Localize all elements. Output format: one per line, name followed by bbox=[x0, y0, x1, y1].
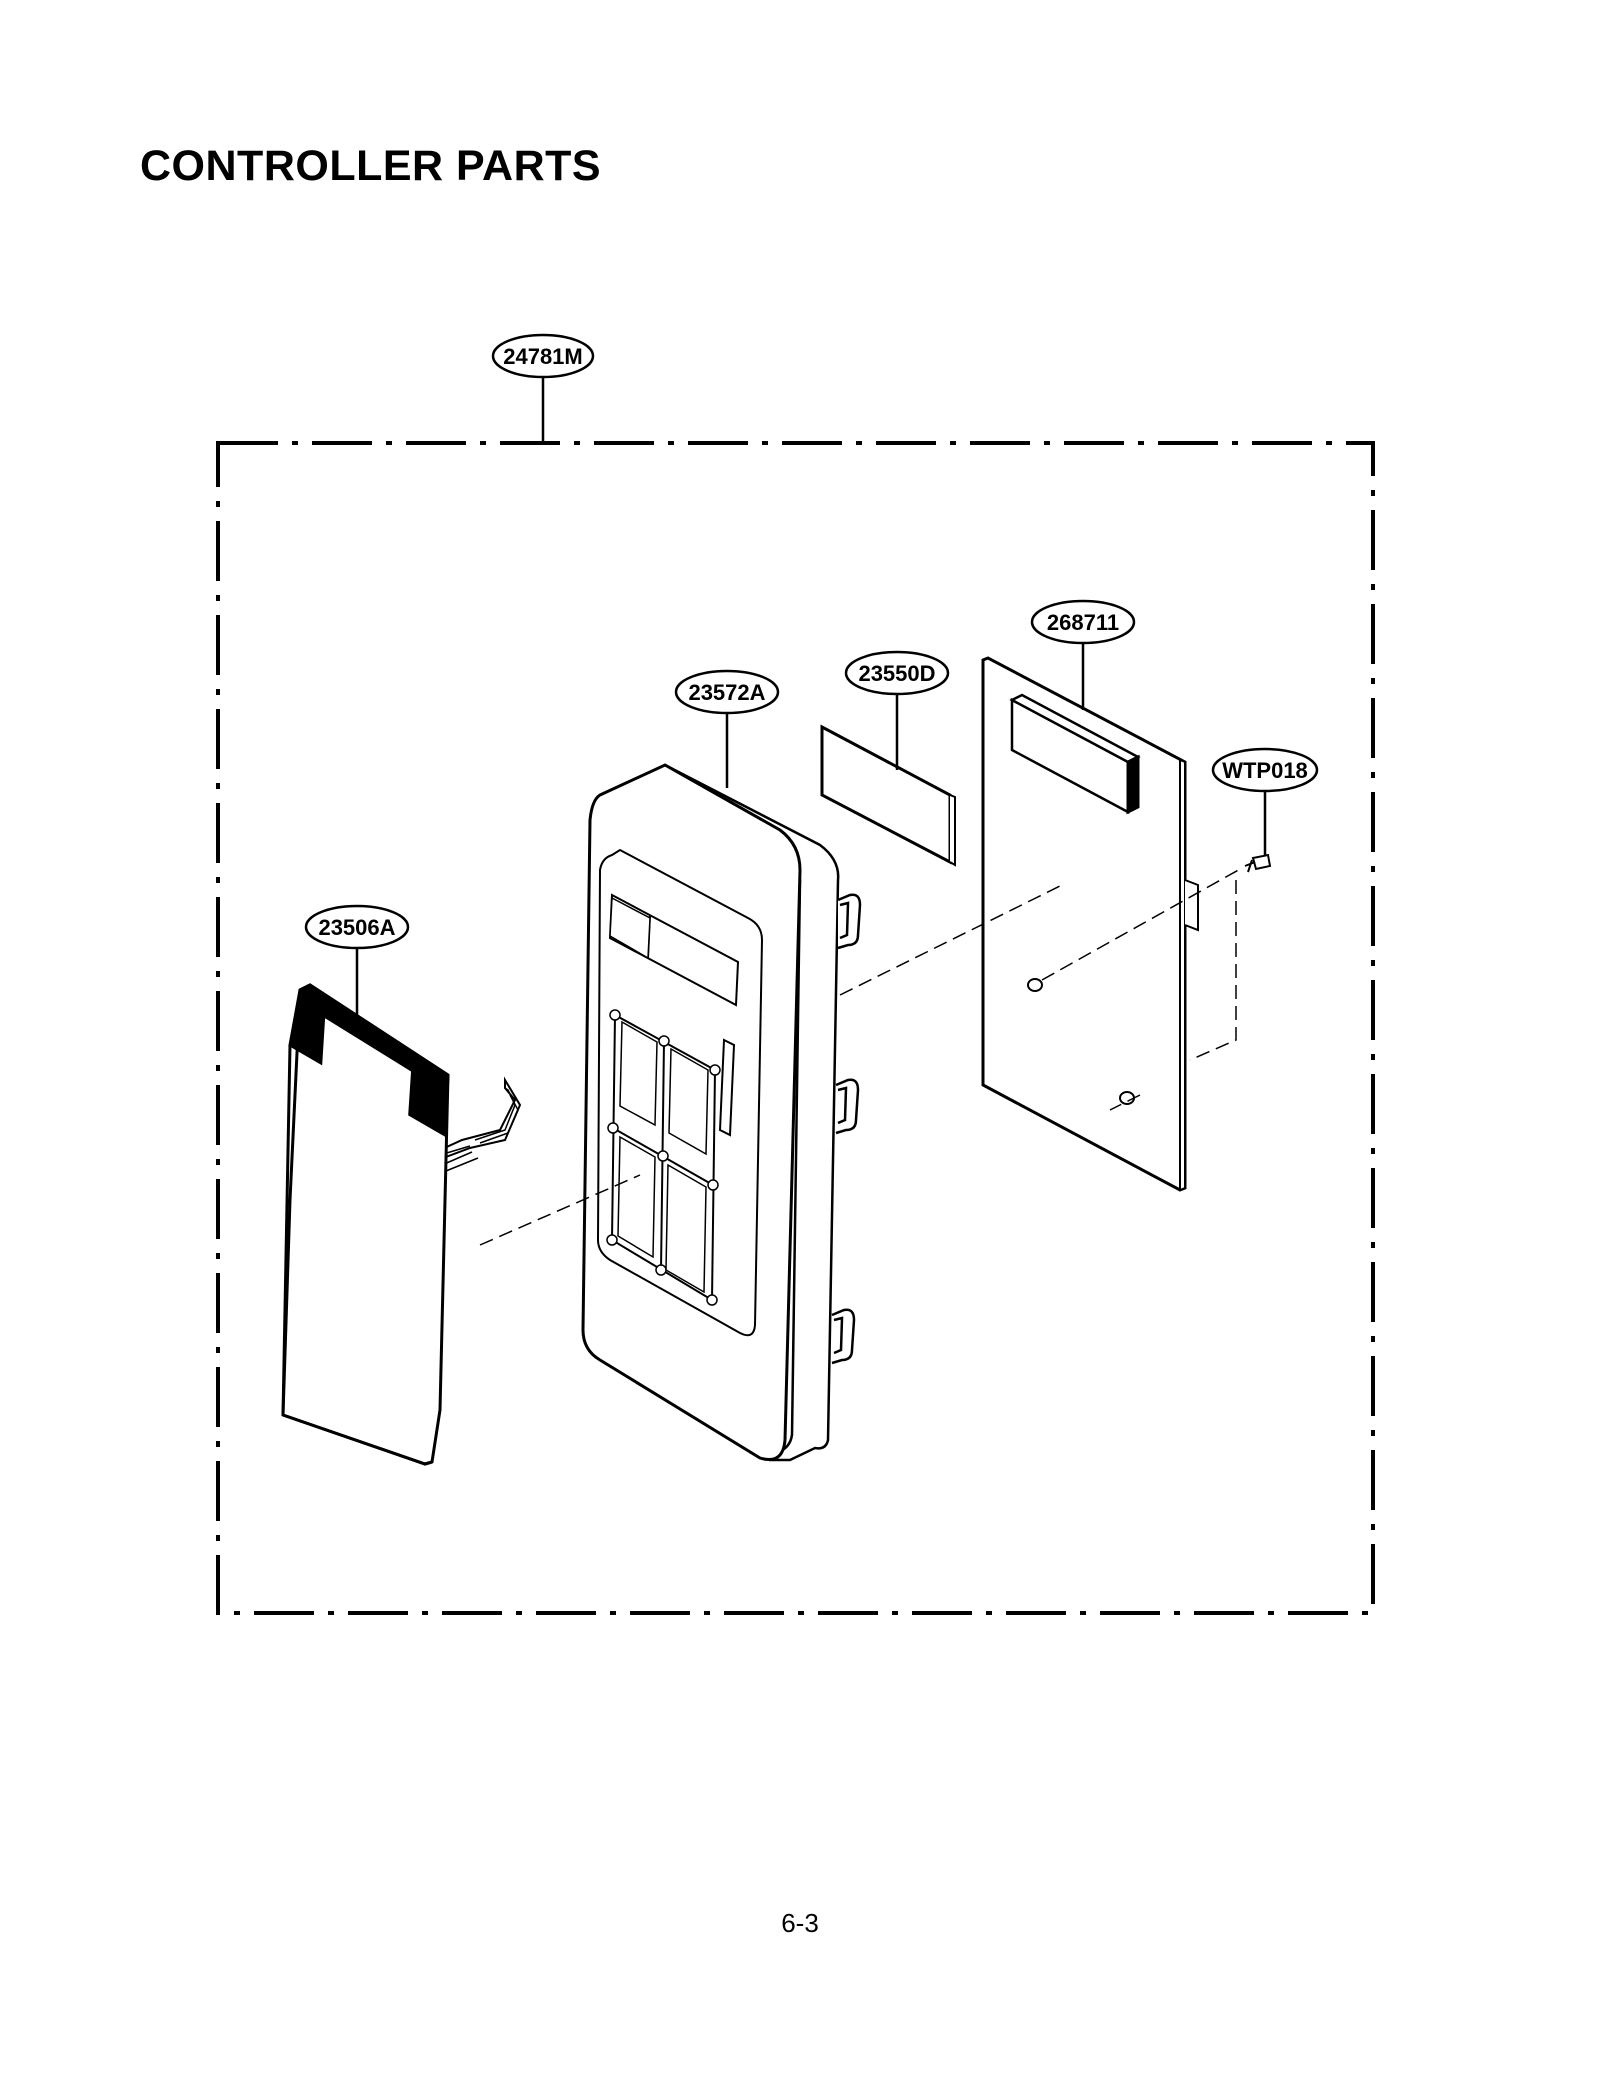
callout-label-screw: WTP018 bbox=[1222, 758, 1308, 783]
callout-label-membrane: 23506A bbox=[318, 915, 395, 940]
callout-balloon-membrane: 23506A bbox=[304, 904, 410, 950]
display-window bbox=[820, 724, 956, 867]
printed-circuit-board bbox=[981, 656, 1199, 1192]
callout-label-window: 23550D bbox=[858, 661, 935, 686]
callout-balloon-frame: 23572A bbox=[674, 669, 780, 715]
callout-balloon-pcb: 268711 bbox=[1030, 599, 1136, 645]
screw bbox=[1244, 853, 1272, 873]
callout-label-assembly: 24781M bbox=[503, 344, 583, 369]
page-title: CONTROLLER PARTS bbox=[140, 142, 602, 190]
page-number: 6-3 bbox=[781, 1908, 819, 1938]
assembly-boundary bbox=[216, 441, 1375, 1615]
callout-balloon-assembly: 24781M bbox=[491, 333, 595, 379]
membrane-switch bbox=[281, 983, 522, 1466]
callout-label-pcb: 268711 bbox=[1047, 610, 1119, 635]
callout-balloon-screw: WTP018 bbox=[1211, 747, 1319, 793]
callout-leaders bbox=[355, 378, 1267, 1018]
callout-label-frame: 23572A bbox=[688, 680, 765, 705]
callout-balloon-window: 23550D bbox=[844, 650, 950, 696]
assembly-guide-lines bbox=[479, 867, 1243, 1246]
control-panel-frame bbox=[581, 763, 862, 1462]
